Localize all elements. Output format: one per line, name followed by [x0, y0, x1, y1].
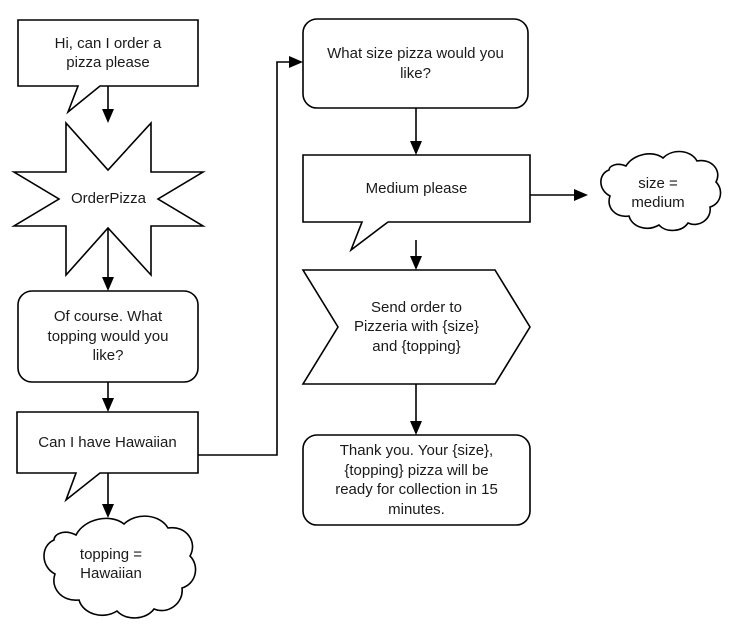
edge-greeting-to-intent	[102, 86, 114, 123]
user-topping-answer-bubble-shape[interactable]	[16, 411, 199, 503]
user-greeting-bubble-shape[interactable]	[17, 19, 199, 115]
edge-topping-answer-to-variable	[102, 473, 114, 518]
bot-topping-question-box-shape[interactable]	[17, 290, 199, 383]
edge-topping-answer-to-size-question	[198, 56, 303, 456]
edge-send-order-to-confirmation	[410, 384, 422, 435]
bot-confirmation-box-shape[interactable]	[302, 434, 531, 526]
bot-size-question-box-shape[interactable]	[302, 18, 529, 109]
edge-intent-to-topping-question	[102, 228, 114, 291]
edge-size-question-to-answer	[410, 108, 422, 155]
edge-size-answer-to-variable	[530, 189, 588, 201]
size-variable-cloud-shape[interactable]	[600, 150, 722, 232]
order-pizza-intent-star-shape[interactable]	[11, 120, 206, 278]
user-size-answer-bubble-shape[interactable]	[302, 154, 531, 253]
edge-topping-question-to-answer	[102, 382, 114, 412]
edge-size-answer-to-send-order	[410, 240, 422, 270]
send-order-action-chevron-shape[interactable]	[301, 269, 531, 385]
topping-variable-cloud-shape[interactable]	[43, 515, 197, 619]
